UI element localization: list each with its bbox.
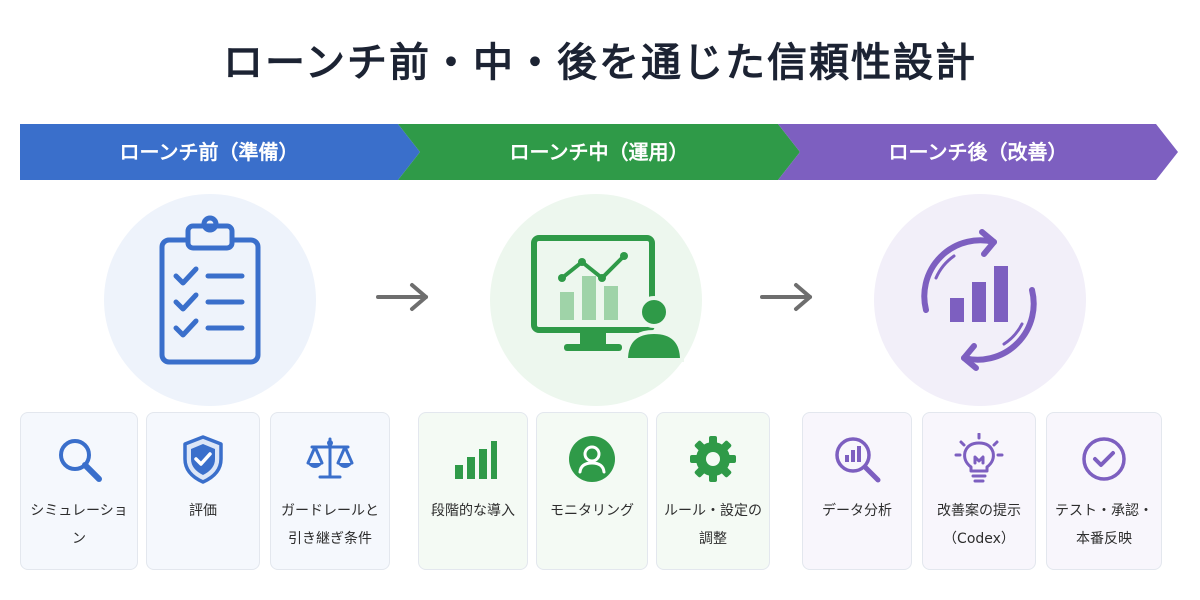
card-improvement-proposal: 改善案の提示 （Codex） [922,412,1036,570]
page-title: ローンチ前・中・後を通じた信頼性設計 [223,40,977,86]
card-label: ガードレールと 引き継ぎ条件 [281,503,379,547]
flow-arrow-1 [376,283,428,311]
phase-label-during: ローンチ中（運用） [509,140,689,164]
card-label: 段階的な導入 [431,503,515,519]
gear-icon [690,436,736,482]
card-rule-tuning: ルール・設定の 調整 [656,412,770,570]
banner-shape-pre [20,124,420,180]
card-label: データ分析 [822,503,892,519]
card-label: テスト・承認・ 本番反映 [1055,503,1153,547]
phase-circle-pre [104,194,316,406]
magnifier-icon [59,439,102,482]
card-test-approve-release: テスト・承認・ 本番反映 [1046,412,1162,570]
phase-banner-during: ローンチ中（運用） [398,124,800,180]
cycle-bar-chart-icon [921,229,1037,371]
banner-shape-during [398,124,800,180]
card-label: シミュレーション [30,503,128,547]
clipboard-checklist-icon [159,215,261,365]
phase-banner-post: ローンチ後（改善） [778,124,1178,180]
user-circle-icon [569,436,615,482]
monitor-chart-user-icon [531,235,685,362]
phase-circle-during [490,194,702,406]
banner-shape-post [778,124,1178,180]
phase-label-pre: ローンチ前（準備） [119,140,299,164]
balance-scale-icon [306,437,354,479]
chart-magnifier-icon [835,437,881,483]
shield-check-icon [183,435,223,484]
flow-arrow-2 [760,283,812,311]
lightbulb-icon [954,433,1004,483]
phase-label-post: ローンチ後（改善） [888,140,1068,164]
card-data-analysis: データ分析 [802,412,912,570]
card-label: 評価 [189,503,217,519]
card-gradual-rollout: 段階的な導入 [418,412,528,570]
card-simulation: シミュレーション [20,412,138,570]
phase-banner-pre: ローンチ前（準備） [20,124,420,180]
card-label: 改善案の提示 （Codex） [937,503,1021,547]
check-circle-icon [1082,437,1126,481]
phase-circle-post [874,194,1086,406]
card-monitoring: モニタリング [536,412,648,570]
card-evaluation: 評価 [146,412,260,570]
card-label: ルール・設定の 調整 [664,503,762,547]
bar-chart-icon [455,441,497,479]
card-label: モニタリング [550,503,634,519]
card-guardrails: ガードレールと 引き継ぎ条件 [270,412,390,570]
